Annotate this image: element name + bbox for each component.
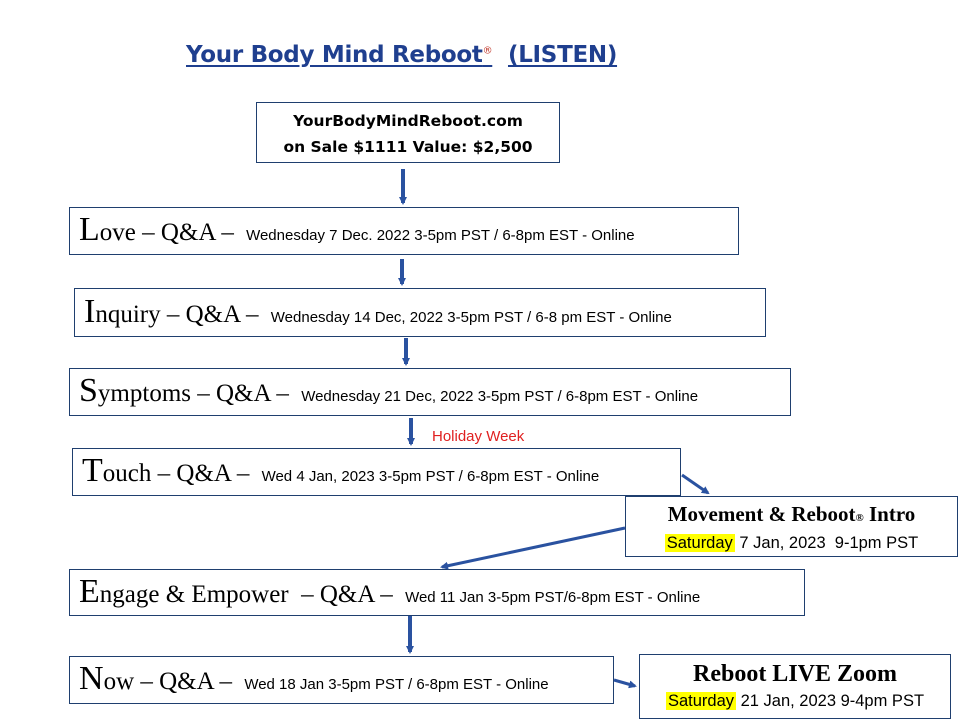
registered-mark: ®: [855, 512, 864, 524]
arrow-now-to-live-zoom: [613, 678, 637, 689]
sale-box: YourBodyMindReboot.com on Sale $1111 Val…: [256, 102, 560, 163]
step-qa: – Q&A –: [160, 301, 265, 328]
step-qa: – Q&A –: [135, 219, 241, 246]
step-word: ngage & Empower: [99, 581, 289, 608]
step-initial: S: [79, 372, 98, 409]
step-details: Wednesday 7 Dec. 2022 3-5pm PST / 6-8pm …: [246, 227, 635, 244]
step-details: Wednesday 21 Dec, 2022 3-5pm PST / 6-8pm…: [301, 388, 699, 405]
step-word: ow: [103, 668, 135, 695]
arrow-touch-to-movement: [681, 473, 710, 495]
step-qa: – Q&A –: [191, 380, 296, 407]
step-word: ove: [99, 219, 136, 246]
holiday-week-note: Holiday Week: [432, 428, 525, 445]
saturday-highlight: Saturday: [664, 534, 735, 552]
live-zoom-date: Saturday 21 Jan, 2023 9-4pm PST: [640, 689, 950, 713]
step-initial: T: [82, 452, 103, 489]
arrow-movement-to-engage: [440, 526, 626, 570]
step-initial: N: [79, 660, 104, 697]
step-initial: L: [79, 211, 100, 248]
sale-price-text: on Sale $1111 Value: $2,500: [283, 138, 533, 156]
step-details: Wed 11 Jan 3-5pm PST/6-8pm EST - Online: [405, 589, 701, 606]
saturday-highlight: Saturday: [665, 692, 736, 710]
registered-mark: ®: [482, 45, 493, 57]
website-text: YourBodyMindReboot.com: [293, 112, 523, 130]
movement-intro-box: Movement & Reboot® Intro Saturday 7 Jan,…: [625, 496, 958, 557]
live-zoom-date-text: 21 Jan, 2023 9-4pm PST: [736, 692, 925, 710]
movement-date-text: 7 Jan, 2023 9-1pm PST: [734, 534, 919, 552]
step-word: ymptoms: [97, 380, 191, 407]
step-qa: – Q&A –: [288, 581, 400, 608]
step-word: nquiry: [95, 301, 161, 328]
step-details: Wed 18 Jan 3-5pm PST / 6-8pm EST - Onlin…: [244, 676, 549, 693]
step-qa: – Q&A –: [151, 460, 256, 487]
step-details: Wednesday 14 Dec, 2022 3-5pm PST / 6-8 p…: [270, 309, 672, 326]
live-zoom-title: Reboot LIVE Zoom: [692, 661, 897, 687]
step-initial: E: [79, 573, 100, 610]
step-initial: I: [84, 293, 96, 330]
movement-title-end: Intro: [863, 502, 916, 526]
page-title: Your Body Mind Reboot® (LISTEN): [186, 42, 646, 68]
movement-title-text: Movement & Reboot: [667, 502, 856, 526]
movement-date: Saturday 7 Jan, 2023 9-1pm PST: [626, 531, 957, 555]
title-text: Your Body Mind Reboot: [186, 42, 483, 68]
reboot-live-zoom-box: Reboot LIVE Zoom Saturday 21 Jan, 2023 9…: [639, 654, 951, 719]
title-listen-link[interactable]: (LISTEN): [507, 42, 618, 68]
movement-title: Movement & Reboot® Intro: [626, 501, 957, 531]
step-word: ouch: [102, 460, 152, 487]
step-qa: – Q&A –: [134, 668, 239, 695]
step-details: Wed 4 Jan, 2023 3-5pm PST / 6-8pm EST - …: [261, 468, 600, 485]
